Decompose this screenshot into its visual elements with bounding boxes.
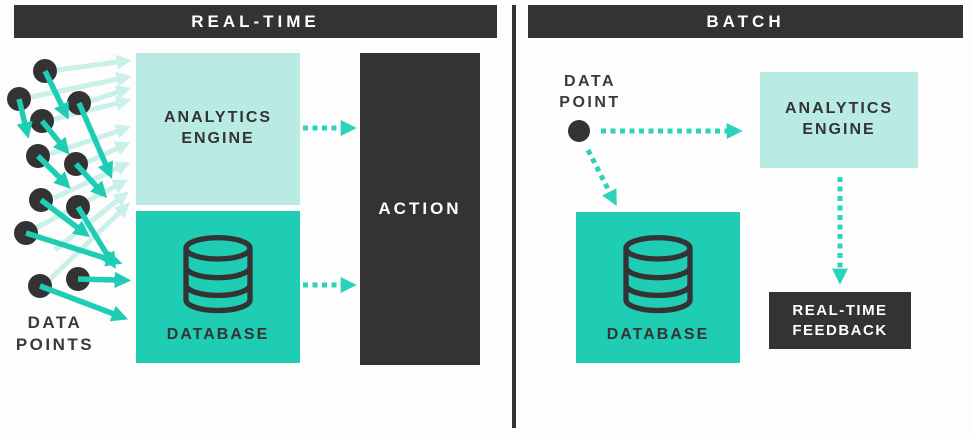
data-flow-arrow-pale xyxy=(86,141,131,165)
realtime-header: REAL-TIME xyxy=(14,5,497,38)
data-flow-arrow-pale xyxy=(52,161,131,201)
data-flow-arrow-solid xyxy=(77,271,132,289)
data-flow-arrow-pale xyxy=(90,85,132,104)
data-points-label: DATA POINTS xyxy=(15,313,95,355)
database-label: DATABASE xyxy=(166,325,270,343)
database-cylinder-icon xyxy=(623,235,693,314)
data-point-dot xyxy=(66,195,90,219)
data-flow-arrow-pale xyxy=(43,202,130,286)
data-flow-arrow-solid xyxy=(76,101,114,179)
data-flow-arrow-solid xyxy=(39,283,129,322)
realtime-feedback-box: REAL-TIME FEEDBACK xyxy=(769,292,911,349)
action-label: ACTION xyxy=(378,198,462,218)
data-point-dot xyxy=(28,274,52,298)
analytics-engine-label: ANALYTICS ENGINE xyxy=(163,109,273,147)
data-point-dot xyxy=(67,91,91,115)
data-flow-arrow-pale xyxy=(56,54,132,73)
data-flow-arrow-solid xyxy=(73,162,108,199)
data-point-dot xyxy=(66,267,90,291)
data-flow-arrow-solid xyxy=(36,154,71,189)
database-cylinder-icon xyxy=(183,234,253,313)
batch-database-box: DATABASE xyxy=(576,212,740,363)
data-flow-arrow-pale xyxy=(53,96,132,122)
data-flow-arrow-pale xyxy=(49,124,132,157)
realtime-feedback-label: REAL-TIME FEEDBACK xyxy=(792,302,888,339)
datapoint-to-database-arrow xyxy=(585,148,617,207)
data-point-dot xyxy=(26,144,50,168)
data-point-label: DATA POINT xyxy=(559,73,621,111)
data-flow-arrow-solid xyxy=(16,98,33,139)
data-point-dot xyxy=(64,152,88,176)
data-flow-arrow-solid xyxy=(25,230,123,267)
batch-analytics-engine-box: ANALYTICS ENGINE xyxy=(760,72,918,168)
data-flow-arrow-pale xyxy=(28,179,129,234)
action-box: ACTION xyxy=(360,53,480,365)
data-flow-arrow-pale xyxy=(30,71,132,100)
data-flow-arrow-solid xyxy=(39,197,91,238)
data-flow-arrow-solid xyxy=(75,205,116,269)
realtime-analytics-engine-box: ANALYTICS ENGINE xyxy=(136,53,300,205)
database-label: DATABASE xyxy=(606,326,710,344)
data-flow-arrow-solid xyxy=(39,119,70,155)
data-point-dot xyxy=(30,109,54,133)
panel-divider xyxy=(512,5,516,428)
data-flow-arrow-pale xyxy=(53,191,129,252)
data-point-dot xyxy=(29,188,53,212)
batch-header: BATCH xyxy=(528,5,963,38)
data-point-dot xyxy=(7,87,31,111)
analytics-engine-label: ANALYTICS ENGINE xyxy=(784,100,894,138)
data-point-dot xyxy=(14,221,38,245)
data-point-dot xyxy=(33,59,57,83)
data-flow-arrow-solid xyxy=(42,69,69,120)
data-point-dot xyxy=(568,120,590,142)
realtime-database-box: DATABASE xyxy=(136,211,300,363)
